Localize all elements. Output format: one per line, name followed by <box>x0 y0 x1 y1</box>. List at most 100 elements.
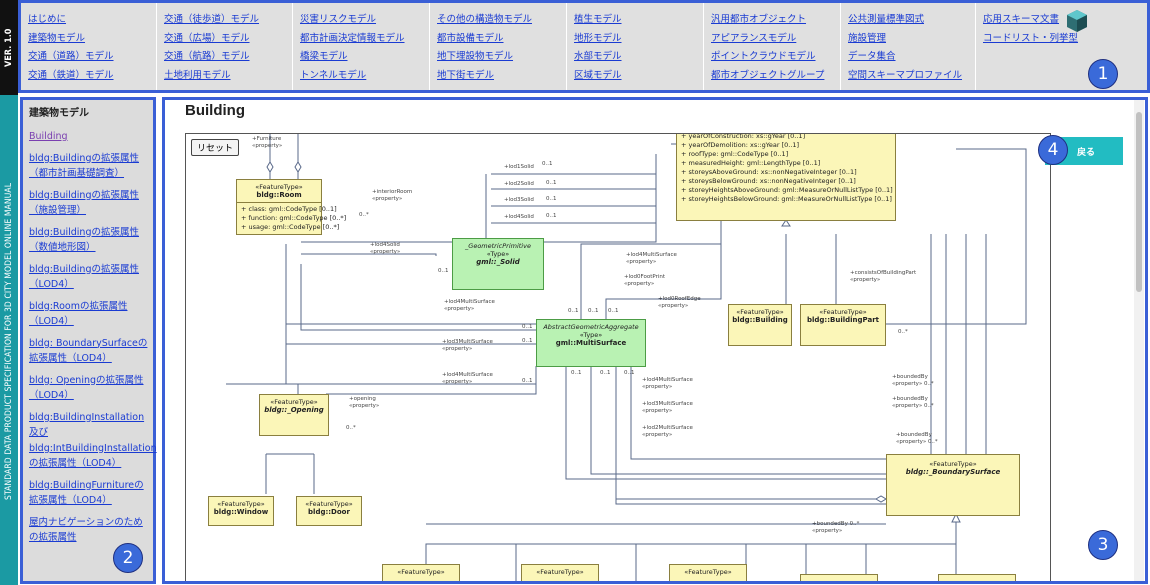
nav-column: 公共測量標準図式 施設管理 データ集合 空間スキーマプロファイル <box>841 3 976 90</box>
multiplicity: 0..1 <box>624 370 635 376</box>
uml-class-building-part[interactable]: «FeatureType»bldg::BuildingPart <box>800 304 886 346</box>
nav-link-application-schema-doc[interactable]: 応用スキーマ文書 <box>983 14 1060 25</box>
manual-title: STANDARD DATA PRODUCT SPECIFICATION FOR … <box>4 182 14 500</box>
nav-column: 植生モデル 地形モデル 水部モデル 区域モデル <box>567 3 704 90</box>
nav-link-city-furniture-model[interactable]: 都市設備モデル <box>437 32 504 44</box>
multiplicity: 0..1 <box>568 308 579 314</box>
nav-link-disaster-risk-model[interactable]: 災害リスクモデル <box>300 14 377 25</box>
sidebar-item-indoor-navigation-ext[interactable]: 屋内ナビゲーションのための拡張属性 <box>29 516 143 544</box>
assoc-label-lod1solid: +lod1Solid <box>504 164 534 170</box>
nav-link-waterway-model[interactable]: 交通（航路）モデル <box>164 51 250 62</box>
assoc-label-room-lod4ms: +lod4MultiSurface«property» <box>444 299 495 312</box>
nav-link-intro[interactable]: はじめに <box>28 14 67 25</box>
nav-link-facility-management[interactable]: 施設管理 <box>848 32 887 44</box>
multiplicity: 0..1 <box>522 324 533 330</box>
reset-button[interactable]: リセット <box>191 139 240 156</box>
nav-column: 災害リスクモデル 都市計画決定情報モデル 橋梁モデル トンネルモデル <box>293 3 430 90</box>
uml-class-building[interactable]: «FeatureType»bldg::Building <box>728 304 792 346</box>
plateau-logo-icon <box>1067 10 1087 32</box>
multiplicity: 0..1 <box>522 338 533 344</box>
sidebar-item-building-ext-lod4[interactable]: bldg:Buildingの拡張属性（LOD4） <box>29 263 139 291</box>
assoc-label-bs-lod3ms: +lod3MultiSurface«property» <box>642 401 693 414</box>
nav-link-footpath-model[interactable]: 交通（徒歩道）モデル <box>164 14 260 25</box>
nav-link-vegetation-model[interactable]: 植生モデル <box>574 14 622 25</box>
uml-diagram[interactable]: «FeatureType»bldg::Room + class: gml::Co… <box>185 133 1051 581</box>
multiplicity: 0..1 <box>588 308 599 314</box>
assoc-label-lod0footprint: +lod0FootPrint«property» <box>624 274 665 287</box>
assoc-label-lod3ms: +lod3MultiSurface«property» <box>442 339 493 352</box>
nav-column: 交通（徒歩道）モデル 交通（広場）モデル 交通（航路）モデル 土地利用モデル <box>157 3 293 90</box>
top-navigation: はじめに 建築物モデル 交通（道路）モデル 交通（鉄道）モデル 交通（徒歩道）モ… <box>18 0 1150 93</box>
nav-link-road-model[interactable]: 交通（道路）モデル <box>28 51 114 62</box>
nav-link-dataset[interactable]: データ集合 <box>848 51 896 62</box>
nav-link-codelist-enumeration[interactable]: コードリスト・列挙型 <box>983 32 1079 44</box>
nav-link-spatial-schema-profile[interactable]: 空間スキーマプロファイル <box>848 69 963 81</box>
nav-link-city-object-group[interactable]: 都市オブジェクトグループ <box>711 69 825 81</box>
nav-link-tunnel-model[interactable]: トンネルモデル <box>300 69 367 81</box>
multiplicity: 0..* <box>346 425 356 431</box>
nav-link-other-structure-model[interactable]: その他の構造物モデル <box>437 14 533 25</box>
uml-class-room[interactable]: «FeatureType»bldg::Room + class: gml::Co… <box>236 179 346 235</box>
callout-badge-1: 1 <box>1088 59 1118 89</box>
assoc-label-consists-of-part: +consistsOfBuildingPart«property» <box>850 270 917 283</box>
nav-link-bridge-model[interactable]: 橋梁モデル <box>300 51 348 62</box>
sidebar-item-building-ext-urban-planning[interactable]: bldg:Buildingの拡張属性（都市計画基礎調査） <box>29 152 139 180</box>
version-label: VER. 1.0 <box>4 28 14 67</box>
nav-link-public-survey-standard[interactable]: 公共測量標準図式 <box>848 14 925 25</box>
uml-class-geometric-aggregate[interactable]: AbstractGeometricAggregate«Type»gml::Mul… <box>536 319 646 367</box>
sidebar-item-installation-ext-lod4[interactable]: bldg:BuildingInstallation及び bldg:IntBuil… <box>29 411 157 470</box>
assoc-label-lod4solid: +lod4Solid <box>504 214 534 220</box>
uml-class-door[interactable]: «FeatureType»bldg::Door <box>296 496 362 526</box>
uml-class-abstract-building[interactable]: + yearOfConstruction: xs::gYear [0..1] +… <box>676 134 896 221</box>
uml-class-bottom-5[interactable] <box>938 574 1016 581</box>
uml-class-geometric-primitive[interactable]: _GeometricPrimitive«Type»gml::_Solid <box>452 238 544 290</box>
nav-column: その他の構造物モデル 都市設備モデル 地下埋設物モデル 地下街モデル <box>430 3 567 90</box>
multiplicity: 0..1 <box>542 161 553 167</box>
uml-class-boundary-surface[interactable]: «FeatureType»bldg::_BoundarySurface <box>886 454 1020 516</box>
nav-link-point-cloud-model[interactable]: ポイントクラウドモデル <box>711 51 816 62</box>
nav-link-appearance-model[interactable]: アピアランスモデル <box>711 32 797 44</box>
nav-link-railway-model[interactable]: 交通（鉄道）モデル <box>28 69 114 81</box>
assoc-label-lod2solid: +lod2Solid <box>504 181 534 187</box>
nav-link-square-model[interactable]: 交通（広場）モデル <box>164 32 250 44</box>
uml-class-bottom-4[interactable] <box>800 574 878 581</box>
uml-class-bottom-1[interactable]: «FeatureType» <box>382 564 460 581</box>
uml-class-opening[interactable]: «FeatureType»bldg::_Opening <box>259 394 329 436</box>
nav-link-area-model[interactable]: 区域モデル <box>574 69 622 81</box>
scrollbar-thumb[interactable] <box>1136 112 1142 292</box>
callout-badge-3: 3 <box>1088 530 1118 560</box>
multiplicity: 0..1 <box>571 370 582 376</box>
sidebar-item-boundarysurface-ext-lod4[interactable]: bldg: BoundarySurfaceの拡張属性（LOD4） <box>29 337 148 365</box>
multiplicity: 0..1 <box>438 268 449 274</box>
assoc-label-bs-lod2ms: +lod2MultiSurface«property» <box>642 425 693 438</box>
nav-link-waterbody-model[interactable]: 水部モデル <box>574 51 622 62</box>
sidebar-item-room-ext-lod4[interactable]: bldg:Roomの拡張属性（LOD4） <box>29 300 128 328</box>
sidebar-item-building[interactable]: Building <box>29 131 68 142</box>
sidebar-item-opening-ext-lod4[interactable]: bldg: Openingの拡張属性（LOD4） <box>29 374 144 402</box>
assoc-label-boundedby-1: +boundedBy«property» 0..* <box>892 374 934 387</box>
nav-link-landuse-model[interactable]: 土地利用モデル <box>164 69 231 81</box>
nav-link-underground-utility-model[interactable]: 地下埋設物モデル <box>437 51 514 62</box>
sidebar-item-building-ext-topographic[interactable]: bldg:Buildingの拡張属性（数値地形図） <box>29 226 139 254</box>
scrollbar[interactable] <box>1134 100 1144 581</box>
assoc-label-lod3solid: +lod3Solid <box>504 197 534 203</box>
multiplicity: 0..1 <box>600 370 611 376</box>
multiplicity: 0..1 <box>546 213 557 219</box>
nav-link-underground-mall-model[interactable]: 地下街モデル <box>437 69 495 81</box>
uml-class-bottom-3[interactable]: «FeatureType» <box>669 564 747 581</box>
assoc-label-furniture: +Furniture«property» <box>252 136 283 149</box>
sidebar-heading: 建築物モデル <box>29 108 89 119</box>
assoc-label-interior-room: +interiorRoom«property» <box>372 189 413 202</box>
uml-class-window[interactable]: «FeatureType»bldg::Window <box>208 496 274 526</box>
nav-link-building-model[interactable]: 建築物モデル <box>28 32 86 44</box>
assoc-label-lod0roofedge: +lod0RoofEdge«property» <box>658 296 701 309</box>
nav-link-generic-city-object[interactable]: 汎用都市オブジェクト <box>711 14 807 25</box>
nav-link-relief-model[interactable]: 地形モデル <box>574 32 622 44</box>
nav-link-urban-planning-model[interactable]: 都市計画決定情報モデル <box>300 32 405 44</box>
multiplicity: 0..1 <box>546 196 557 202</box>
main-content: Building <box>162 97 1148 584</box>
uml-class-bottom-2[interactable]: «FeatureType» <box>521 564 599 581</box>
sidebar-item-furniture-ext-lod4[interactable]: bldg:BuildingFurnitureの拡張属性（LOD4） <box>29 479 144 507</box>
sidebar-item-building-ext-facility[interactable]: bldg:Buildingの拡張属性（施設管理） <box>29 189 139 217</box>
assoc-label-bs-lod4ms: +lod4MultiSurface«property» <box>642 377 693 390</box>
